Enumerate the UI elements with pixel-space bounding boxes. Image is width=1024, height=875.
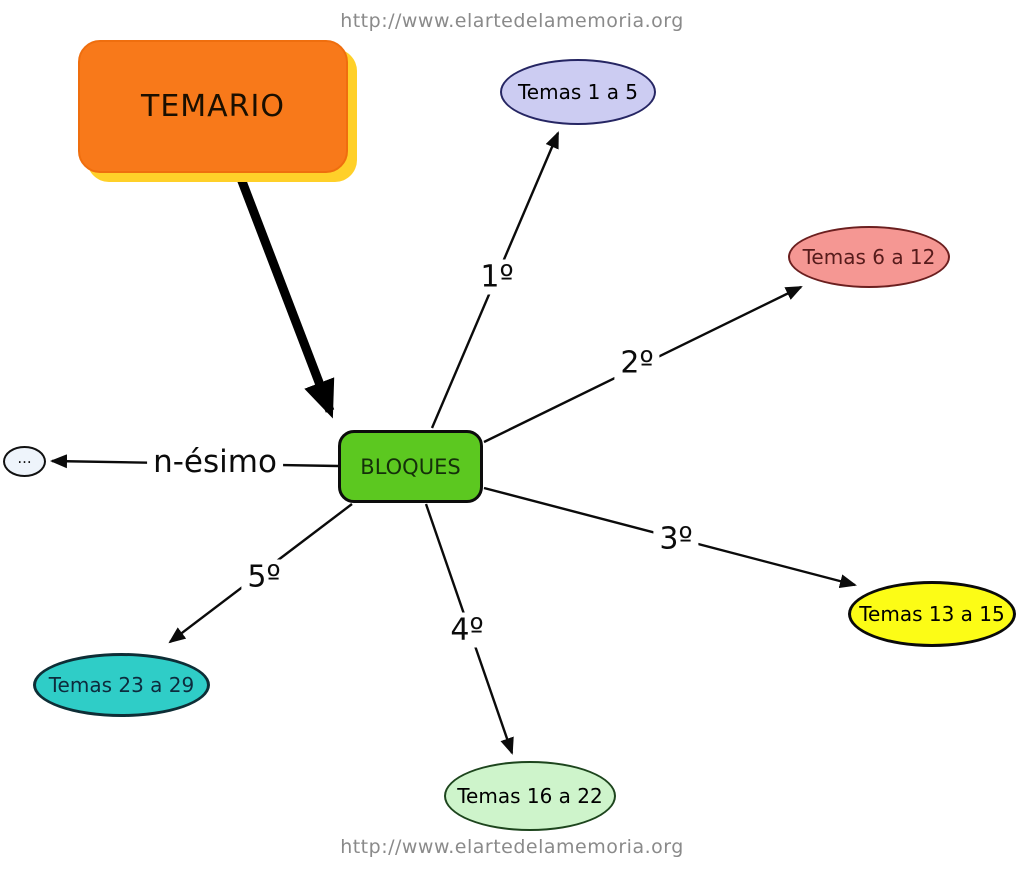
node-temario-label: TEMARIO [141, 89, 285, 124]
node-temas-1-5-label: Temas 1 a 5 [517, 80, 639, 104]
edge-label-1: 1º [474, 259, 520, 295]
node-temas-1-5: Temas 1 a 5 [500, 59, 656, 125]
node-bloques: BLOQUES [338, 430, 483, 503]
header-watermark-url: http://www.elartedelamemoria.org [340, 10, 684, 32]
edge-label-4: 4º [444, 612, 490, 648]
node-temas-23-29-label: Temas 23 a 29 [48, 673, 195, 697]
node-ellipsis: ... [3, 446, 46, 477]
node-temario: TEMARIO [78, 40, 348, 173]
node-temas-16-22: Temas 16 a 22 [444, 761, 616, 831]
edge-label-nth: n-ésimo [147, 444, 283, 480]
node-temas-13-15: Temas 13 a 15 [848, 581, 1016, 647]
node-temas-6-12: Temas 6 a 12 [788, 226, 950, 288]
edge-temario-bloques [235, 174, 335, 419]
node-bloques-label: BLOQUES [360, 454, 461, 479]
footer-watermark-url: http://www.elartedelamemoria.org [340, 836, 684, 858]
edge-label-3: 3º [653, 521, 699, 557]
node-temas-16-22-label: Temas 16 a 22 [457, 784, 603, 808]
edge-label-2: 2º [614, 345, 660, 381]
node-temas-6-12-label: Temas 6 a 12 [802, 245, 936, 269]
node-temas-23-29: Temas 23 a 29 [33, 653, 210, 717]
edge-label-5: 5º [241, 559, 287, 595]
node-ellipsis-label: ... [17, 448, 32, 467]
node-temas-13-15-label: Temas 13 a 15 [859, 602, 1005, 626]
